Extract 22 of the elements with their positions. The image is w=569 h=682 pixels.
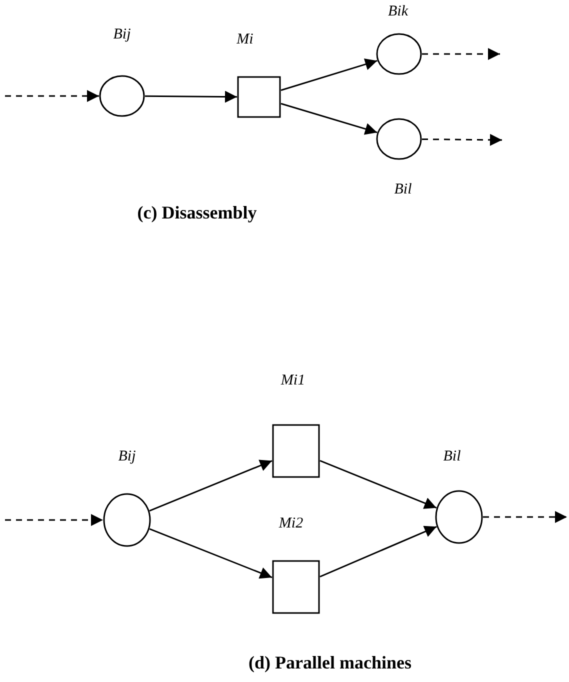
node-label: Bik — [388, 4, 408, 20]
diagram-caption: (c) Disassembly — [137, 202, 257, 224]
arrow — [149, 528, 272, 579]
arrow — [483, 511, 567, 523]
arrow — [422, 48, 500, 60]
node-label: Mi — [236, 32, 254, 48]
arrow — [320, 526, 437, 578]
arrow — [320, 460, 437, 509]
diagram-caption: (d) Parallel machines — [248, 652, 412, 674]
node-label: Bil — [394, 182, 412, 198]
node-label: Bij — [118, 448, 136, 466]
arrow — [149, 460, 272, 512]
arrow — [280, 58, 378, 91]
arrow — [422, 134, 502, 146]
node-label: Bij — [113, 26, 131, 44]
node-label: Mi1 — [280, 372, 306, 390]
arrow — [280, 102, 378, 135]
arrow — [145, 90, 237, 103]
arrow — [5, 90, 99, 102]
node-label: Bil — [443, 448, 461, 466]
arrow — [5, 514, 103, 526]
node-label: Mi2 — [278, 516, 304, 532]
